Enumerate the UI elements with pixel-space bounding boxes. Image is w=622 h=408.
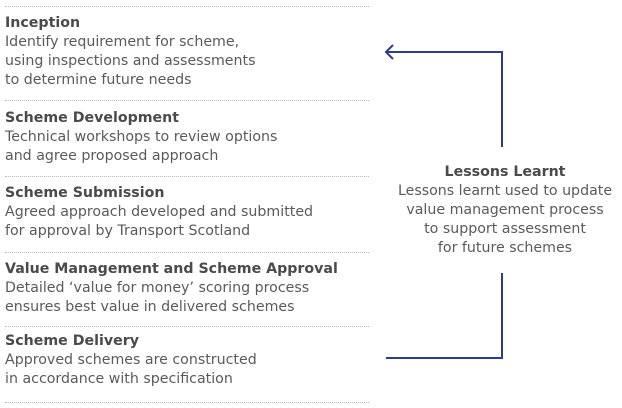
feedback-arrow-bottom [386, 273, 503, 359]
stage-description-line: for approval by Transport Scotland [5, 223, 251, 239]
stage-description-line: Detailed ‘value for money’ scoring proce… [5, 280, 310, 296]
separator [5, 100, 369, 101]
lessons-learnt: Lessons Learnt Lessons learnt used to up… [385, 163, 622, 258]
arrow-head-icon [384, 44, 394, 60]
stage-title: Inception [5, 15, 81, 31]
lessons-title: Lessons Learnt [444, 164, 566, 180]
separator [5, 6, 369, 7]
stage-title: Value Management and Scheme Approval [5, 261, 338, 277]
separator [5, 326, 369, 327]
stage-value-management: Value Management and Scheme Approval Det… [5, 260, 375, 317]
separator [5, 252, 369, 253]
separator [5, 402, 369, 403]
separator [5, 176, 369, 177]
stage-title: Scheme Development [5, 110, 180, 126]
stage-description-line: ensures best value in delivered schemes [5, 299, 295, 315]
stage-description-line: to determine future needs [5, 72, 192, 88]
stage-scheme-delivery: Scheme Delivery Approved schemes are con… [5, 332, 375, 389]
stage-description-line: Identify requirement for scheme, [5, 34, 240, 50]
stage-description-line: using inspections and assessments [5, 53, 256, 69]
stage-description-line: and agree proposed approach [5, 148, 219, 164]
stage-scheme-submission: Scheme Submission Agreed approach develo… [5, 184, 375, 241]
lessons-line: to support assessment [424, 221, 586, 237]
stage-description-line: Technical workshops to review options [5, 129, 278, 145]
stage-title: Scheme Submission [5, 185, 165, 201]
lessons-line: value management process [406, 202, 604, 218]
lessons-line: for future schemes [437, 240, 573, 256]
feedback-arrow-top [386, 51, 503, 147]
stage-description-line: in accordance with specification [5, 371, 233, 387]
lessons-line: Lessons learnt used to update [397, 183, 613, 199]
stage-description-line: Approved schemes are constructed [5, 352, 257, 368]
stage-scheme-development: Scheme Development Technical workshops t… [5, 109, 375, 166]
stage-title: Scheme Delivery [5, 333, 139, 349]
stage-inception: Inception Identify requirement for schem… [5, 14, 375, 90]
stage-description-line: Agreed approach developed and submitted [5, 204, 314, 220]
